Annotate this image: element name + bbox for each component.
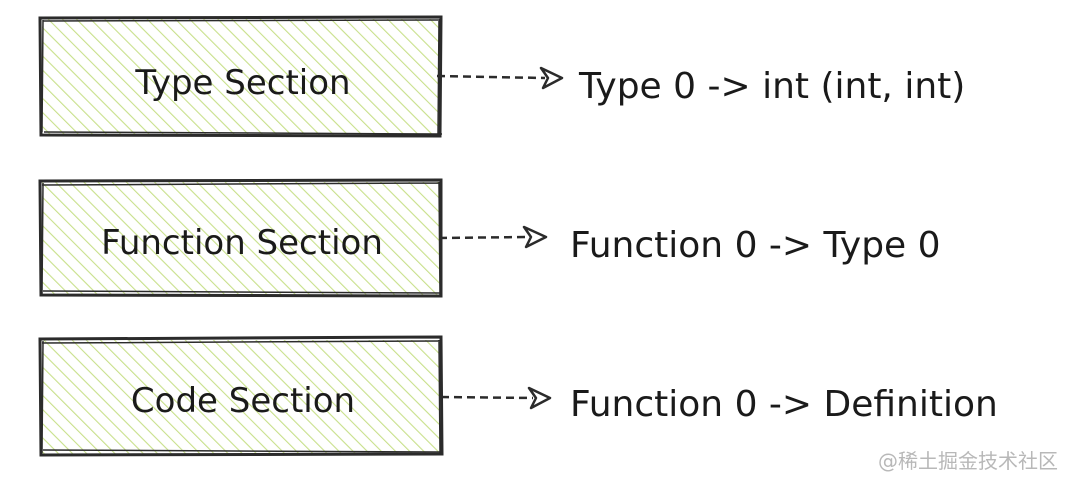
function-section-label: Function Section: [101, 223, 383, 263]
type-section-box: [38, 15, 443, 138]
function-section-description: Function 0 -> Type 0: [570, 225, 941, 266]
watermark: @稀土掘金技术社区: [878, 449, 1058, 473]
code-section-box: [38, 335, 444, 457]
code-section-description: Function 0 -> Definition: [570, 384, 998, 425]
type-section-row: Type Section Type 0 -> int (int, int): [38, 15, 965, 138]
function-section-row: Function Section Function 0 -> Type 0: [38, 178, 941, 298]
type-section-label: Type Section: [134, 63, 350, 103]
code-section-arrow: [440, 386, 552, 410]
function-section-arrow: [438, 225, 548, 249]
type-section-description: Type 0 -> int (int, int): [578, 66, 965, 107]
type-section-arrow: [436, 66, 564, 90]
code-section-label: Code Section: [131, 381, 355, 421]
code-section-row: Code Section Function 0 -> Definition: [38, 335, 998, 457]
function-section-box: [38, 178, 443, 298]
